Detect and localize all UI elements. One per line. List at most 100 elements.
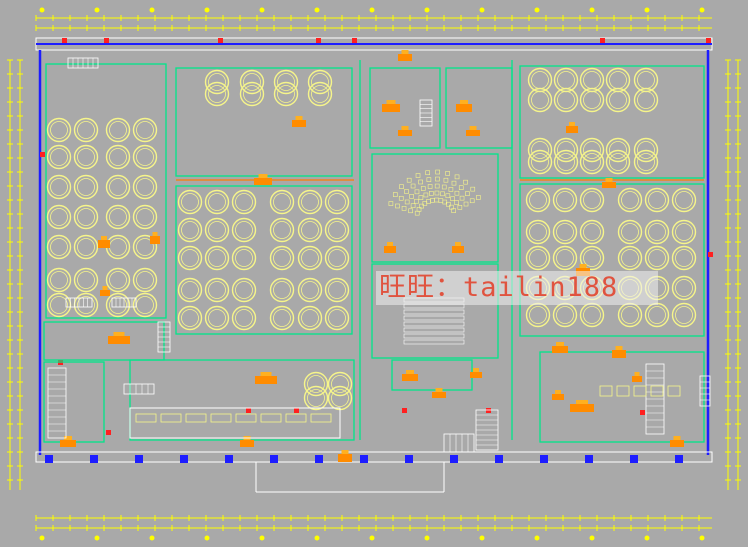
round-table-icon (303, 385, 329, 411)
column-marker-icon (314, 535, 320, 541)
theater-seat (399, 184, 404, 189)
round-table-icon (132, 117, 158, 143)
round-table-icon-top (77, 296, 95, 314)
round-table-icon-top (557, 71, 575, 89)
round-table-icon-top (243, 73, 261, 91)
lecture-row (403, 321, 465, 327)
furniture-block-icon (632, 376, 642, 382)
theater-seat (419, 203, 424, 209)
furniture-block-icon-top (101, 236, 107, 240)
column-marker-icon (90, 455, 98, 463)
chair-group (599, 385, 613, 397)
walls (35, 37, 713, 493)
theater-seat (469, 198, 475, 204)
furniture-block-icon (60, 440, 76, 447)
round-table-icon (525, 302, 551, 328)
furniture-block-icon-top (579, 264, 587, 268)
chair-row (310, 413, 332, 423)
round-table-icon (617, 219, 643, 245)
round-table-icon-top (648, 306, 666, 324)
column-marker-icon (135, 455, 143, 463)
column-marker-icon (149, 535, 155, 541)
round-table-icon (553, 137, 579, 163)
round-table-icon-top (328, 249, 346, 267)
round-table-icon-top (208, 85, 226, 103)
round-table-icon (105, 292, 131, 318)
round-table-icon-top (301, 309, 319, 327)
furniture-block-icon-top (555, 390, 561, 394)
round-table-icon-top (277, 73, 295, 91)
furniture-block-icon-top (455, 242, 461, 246)
round-table-icon (105, 117, 131, 143)
chair-row (135, 413, 157, 423)
round-table-icon (269, 217, 295, 243)
round-table-icon (231, 245, 257, 271)
round-table-icon-top (583, 306, 601, 324)
round-table-icon (204, 217, 230, 243)
round-table-icon (552, 187, 578, 213)
bottom-wall-band (35, 451, 713, 463)
round-table-icon-top (531, 141, 549, 159)
round-table-icon-top (648, 191, 666, 209)
round-table-icon-top (50, 121, 68, 139)
column-marker-icon (405, 455, 413, 463)
round-table-icon-top (637, 71, 655, 89)
round-table-icon (204, 245, 230, 271)
round-table-icon-top (301, 249, 319, 267)
furniture-block-icon (602, 182, 616, 188)
round-table-icon-top (328, 281, 346, 299)
furniture-block-icon-top (260, 372, 272, 376)
round-table-icon-top (557, 153, 575, 171)
round-table-icon (105, 144, 131, 170)
round-table-icon-top (648, 223, 666, 241)
furniture-block-icon (292, 120, 306, 127)
theater-seat (401, 206, 407, 211)
round-table-icon-top (583, 141, 601, 159)
room-outline (539, 351, 705, 443)
round-table-icon-top (609, 153, 627, 171)
round-table-icon (46, 267, 72, 293)
furniture-block-icon (100, 290, 110, 296)
round-table-icon-top (583, 191, 601, 209)
round-table-icon-top (109, 271, 127, 289)
round-table-icon (671, 275, 697, 301)
round-table-icon-top (609, 71, 627, 89)
round-table-icon (671, 219, 697, 245)
theater-seat (470, 186, 476, 192)
round-table-icon-top (181, 281, 199, 299)
marker-red (62, 38, 67, 43)
stairs (47, 57, 711, 453)
round-table-icon-top (109, 121, 127, 139)
round-table-icon-top (208, 309, 226, 327)
round-table-icon-top (136, 148, 154, 166)
round-table-icon (324, 277, 350, 303)
column-marker-icon (644, 535, 650, 541)
furniture-block-icon (254, 178, 272, 185)
theater-seat (440, 191, 445, 197)
round-table-icon-top (648, 249, 666, 267)
round-table-icon (73, 204, 99, 230)
round-table-icon-top (273, 193, 291, 211)
round-table-icon (132, 292, 158, 318)
furniture-block-icon (255, 376, 277, 384)
round-table-icon-top (529, 191, 547, 209)
round-table-icon-top (529, 223, 547, 241)
round-table-icon (204, 69, 230, 95)
furniture-block-icon-top (386, 100, 396, 104)
room-outline (43, 321, 165, 361)
round-table-icon (177, 305, 203, 331)
room-outlines (43, 60, 705, 443)
column-marker-icon (270, 455, 278, 463)
round-table-icon (269, 245, 295, 271)
furniture-block-icon-top (556, 342, 564, 346)
round-table-icon (633, 87, 659, 113)
round-table-icon-top (621, 223, 639, 241)
round-table-icon (579, 149, 605, 175)
round-table-icon (132, 144, 158, 170)
theater-seat (435, 169, 440, 175)
round-table-icon-top (181, 221, 199, 239)
marker-red (706, 38, 711, 43)
round-table-icon-top (583, 223, 601, 241)
column-marker-icon (225, 455, 233, 463)
column-marker-icon (94, 535, 100, 541)
